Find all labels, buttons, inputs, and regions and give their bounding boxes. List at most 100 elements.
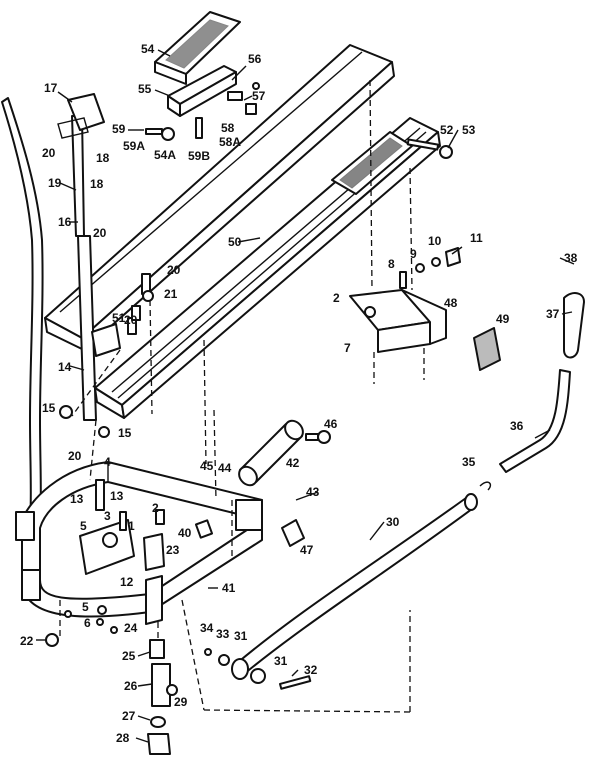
callout-7: 7 — [344, 341, 351, 355]
callout-16: 16 — [58, 215, 72, 229]
callout-9: 9 — [410, 247, 417, 261]
callout-20-rail: 20 — [167, 263, 181, 277]
callout-27: 27 — [122, 709, 136, 723]
hardware-31-34 — [204, 648, 312, 690]
callout-15-right: 15 — [118, 426, 132, 440]
callout-18-lower: 18 — [90, 177, 104, 191]
pad-47 — [281, 519, 305, 547]
callout-13-right: 13 — [110, 489, 124, 503]
callout-48: 48 — [444, 296, 458, 310]
callout-52: 52 — [440, 123, 454, 137]
callout-4: 4 — [104, 455, 111, 469]
callout-6: 6 — [84, 616, 91, 630]
bracket-51 — [91, 317, 137, 357]
callout-30: 30 — [386, 515, 400, 529]
callout-59a: 59A — [123, 139, 145, 153]
hardware-8-11 — [399, 247, 461, 289]
carriage-48 — [349, 289, 447, 353]
washer-15-right — [98, 426, 110, 438]
dashed-guide-lines — [59, 79, 425, 713]
callout-10: 10 — [428, 234, 442, 248]
callout-55: 55 — [138, 82, 152, 96]
callout-5-lower: 5 — [82, 600, 89, 614]
callout-3: 3 — [104, 509, 111, 523]
callout-58: 58 — [221, 121, 235, 135]
callout-14: 14 — [58, 360, 72, 374]
callout-15-left: 15 — [42, 401, 56, 415]
callout-25: 25 — [122, 649, 136, 663]
callout-19: 19 — [48, 176, 62, 190]
callout-23: 23 — [166, 543, 180, 557]
callout-20-top: 20 — [42, 146, 56, 160]
clip-35 — [479, 481, 492, 491]
callout-34: 34 — [200, 621, 214, 635]
callout-2-carriage: 2 — [333, 291, 340, 305]
callout-40: 40 — [178, 526, 192, 540]
callout-54a: 54A — [154, 148, 176, 162]
pedal-assembly — [147, 639, 178, 755]
callout-59: 59 — [112, 122, 126, 136]
callout-54: 54 — [141, 42, 155, 56]
roller-42 — [238, 419, 304, 487]
pad-hardware — [145, 82, 260, 141]
callout-28: 28 — [116, 731, 130, 745]
small-hardware-left — [45, 605, 118, 647]
callout-36: 36 — [510, 419, 524, 433]
callout-57: 57 — [252, 89, 266, 103]
callout-41: 41 — [222, 581, 236, 595]
callout-20-base: 20 — [68, 449, 82, 463]
bracket-23 — [143, 533, 165, 571]
washer-15-left — [59, 405, 73, 419]
callout-45: 45 — [200, 459, 214, 473]
foot-pad-54 — [154, 11, 241, 85]
tube-36 — [499, 369, 571, 473]
callout-2-base: 2 — [152, 501, 159, 515]
callout-8: 8 — [388, 257, 395, 271]
callout-1: 1 — [128, 519, 135, 533]
callout-37: 37 — [546, 307, 560, 321]
callout-42: 42 — [286, 456, 300, 470]
end-cap-49 — [473, 327, 501, 371]
callout-58a: 58A — [219, 135, 241, 149]
callout-56: 56 — [248, 52, 262, 66]
callout-17: 17 — [44, 81, 58, 95]
bolt-52 — [406, 138, 453, 159]
callout-31-lower: 31 — [274, 654, 288, 668]
callout-21: 21 — [164, 287, 178, 301]
callout-29: 29 — [174, 695, 188, 709]
callout-47: 47 — [300, 543, 314, 557]
pad-bracket-55 — [167, 65, 237, 117]
callout-5-upper: 5 — [80, 519, 87, 533]
handle-bracket-17 — [57, 93, 105, 139]
arm-30 — [231, 493, 478, 680]
handlebar-arm — [1, 97, 44, 521]
callout-12: 12 — [120, 575, 134, 589]
callout-20-bracket: 20 — [124, 313, 138, 327]
callout-50: 50 — [228, 235, 242, 249]
callout-11: 11 — [470, 231, 483, 245]
callout-24: 24 — [124, 621, 138, 635]
grip-37 — [563, 292, 585, 359]
callout-13-left: 13 — [70, 492, 84, 506]
callout-22: 22 — [20, 634, 34, 648]
callout-49: 49 — [496, 312, 510, 326]
callout-46: 46 — [324, 417, 338, 431]
callout-26: 26 — [124, 679, 138, 693]
callout-35: 35 — [462, 455, 476, 469]
callout-18-upper: 18 — [96, 151, 110, 165]
bolt-set — [131, 273, 154, 321]
rod-40 — [194, 519, 214, 539]
upper-rail — [44, 44, 395, 351]
callout-51: 51 — [112, 311, 126, 325]
callout-labels: 54 55 56 57 58 58A 59 59A 54A 59B 17 20 … — [20, 42, 578, 745]
callout-44: 44 — [218, 461, 232, 475]
bolt-46 — [305, 430, 331, 444]
upright-tube — [71, 115, 97, 421]
callout-32: 32 — [304, 663, 318, 677]
leader-lines — [36, 49, 575, 743]
callout-20-upright: 20 — [93, 226, 107, 240]
callout-31-upper: 31 — [234, 629, 248, 643]
callout-59b: 59B — [188, 149, 210, 163]
callout-33: 33 — [216, 627, 230, 641]
